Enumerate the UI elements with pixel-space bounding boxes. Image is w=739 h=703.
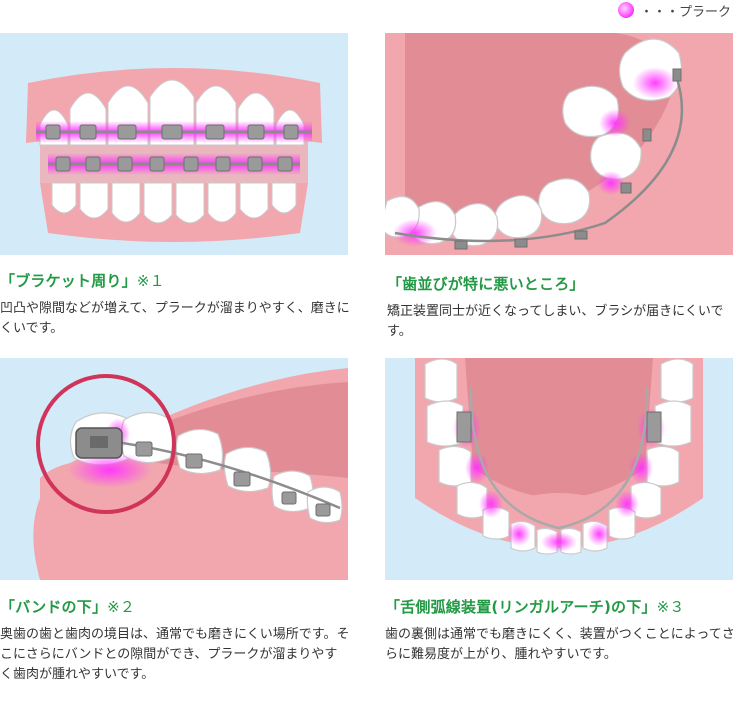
front-teeth-braces-image	[26, 68, 322, 242]
caption-band: 「バンドの下」※２ 奥歯の歯と歯肉の境目は、通常でも磨きにくい場所です。そこにさ…	[0, 596, 350, 685]
plaque-dot-icon	[617, 2, 634, 18]
lingual-arch-illustration	[385, 358, 733, 580]
caption-title: 「ブラケット周り」	[0, 272, 137, 290]
caption-crowding: 「歯並びが特に悪いところ」 矯正装置同士が近くなってしまい、ブラシが届きにくいで…	[387, 273, 737, 342]
caption-title: 「バンドの下」	[0, 598, 108, 616]
caption-lingual-arch: 「舌側弧線装置(リンガルアーチ)の下」※３ 歯の裏側は通常でも磨きにくく、装置が…	[385, 596, 735, 665]
caption-title: 「歯並びが特に悪いところ」	[387, 275, 585, 293]
caption-note: ※１	[136, 272, 165, 290]
crowded-teeth-image	[385, 33, 733, 255]
molar-band-image	[33, 368, 348, 580]
bracket-illustration	[0, 33, 348, 255]
caption-bracket: 「ブラケット周り」※１ 凹凸や隙間などが増えて、プラークが溜まりやすく、磨きにく…	[0, 270, 350, 339]
crowding-illustration	[385, 33, 733, 255]
lingual-arch-image	[415, 358, 703, 555]
caption-body: 凹凸や隙間などが増えて、プラークが溜まりやすく、磨きにくいです。	[0, 301, 350, 336]
caption-body: 奥歯の歯と歯肉の境目は、通常でも磨きにくい場所です。そこにさらにバンドとの隙間が…	[0, 627, 350, 682]
caption-body: 歯の裏側は通常でも磨きにくく、装置がつくことによってさらに難易度が上がり、腫れや…	[385, 627, 735, 662]
plaque-legend: ・・・プラーク	[617, 0, 731, 20]
caption-note: ※３	[656, 598, 685, 616]
caption-note: ※２	[107, 598, 136, 616]
caption-title: 「舌側弧線装置(リンガルアーチ)の下」	[385, 598, 657, 616]
legend-label: プラーク	[678, 4, 731, 20]
caption-body: 矯正装置同士が近くなってしまい、ブラシが届きにくいです。	[387, 304, 724, 339]
legend-dots: ・・・	[639, 4, 679, 20]
band-illustration	[0, 358, 348, 580]
